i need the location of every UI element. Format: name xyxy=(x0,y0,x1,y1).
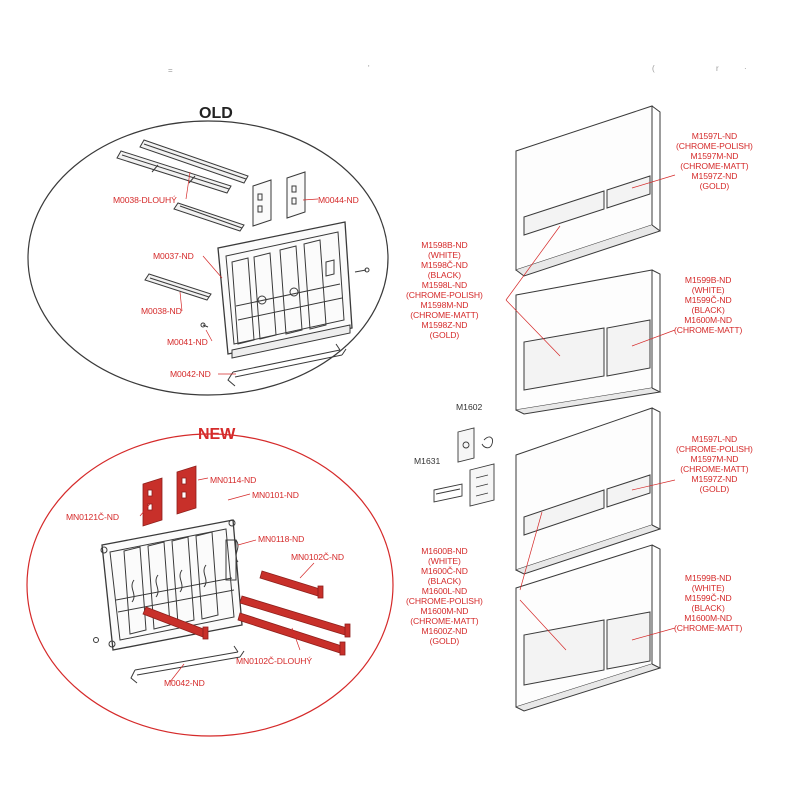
label-m0041: M0041-ND xyxy=(167,337,208,347)
new-wire-m0042 xyxy=(130,645,245,684)
label-mn0118: MN0118-ND xyxy=(258,534,305,544)
label-mn0114: MN0114-ND xyxy=(210,475,257,485)
leader-plate12-left xyxy=(505,225,561,357)
old-screw-right xyxy=(354,267,370,273)
leader-mn0102 xyxy=(299,562,315,579)
label-m0042-new: M0042-ND xyxy=(164,678,205,688)
label-m0038-long: M0038-DLOUHÝ xyxy=(113,195,177,205)
label-m0037: M0037-ND xyxy=(153,251,194,261)
stray-mark-2: ' xyxy=(368,64,370,73)
leader-plate3-right xyxy=(631,479,676,491)
label-m0038: M0038-ND xyxy=(141,306,182,316)
old-rail-long-2 xyxy=(116,150,232,194)
leader-mn0101 xyxy=(227,493,251,501)
new-section-title: NEW xyxy=(198,426,236,443)
plate-1 xyxy=(515,105,662,277)
label-mn0121: MN0121Č-ND xyxy=(66,512,119,522)
label-mn0102: MN0102Č-ND xyxy=(291,552,344,562)
leader-m0038-long xyxy=(185,171,191,200)
leader-mn0114 xyxy=(197,477,209,481)
new-bar-bottom xyxy=(142,606,209,640)
new-section-outline xyxy=(26,433,394,737)
label-group-plate1-right: M1597L-ND(CHROME-POLISH) M1597M-ND(CHROM… xyxy=(676,131,753,191)
stray-mark-1: = xyxy=(168,66,173,75)
small-part-m1631-spring xyxy=(433,463,495,507)
label-m0042-old: M0042-ND xyxy=(170,369,211,379)
old-rail-lower xyxy=(144,273,212,301)
leader-plate34-left xyxy=(519,511,567,651)
leader-plate1-right xyxy=(631,174,676,189)
stray-mark-5: · xyxy=(744,64,747,73)
label-mn0102-long: MN0102Č-DLOUHÝ xyxy=(236,656,312,666)
new-main-frame xyxy=(93,519,243,651)
label-m0044: M0044-ND xyxy=(318,195,359,205)
new-bracket-mn0121 xyxy=(142,477,163,527)
stray-mark-3: ( xyxy=(652,64,655,73)
leader-m0042-new xyxy=(169,663,185,683)
old-section-outline xyxy=(27,120,389,396)
old-section-title: OLD xyxy=(199,105,233,122)
label-m1631: M1631 xyxy=(414,456,441,466)
stray-mark-4: r xyxy=(716,64,719,73)
old-main-frame xyxy=(217,221,353,359)
new-bracket-mn0114 xyxy=(176,465,197,515)
new-bar-mn0102-long-2 xyxy=(237,612,346,656)
plate-2 xyxy=(515,269,662,415)
leader-plate2-right xyxy=(631,329,676,347)
new-bar-mn0102-long-1 xyxy=(239,595,351,638)
old-bracket-right xyxy=(286,171,306,219)
old-bracket-left xyxy=(252,179,272,227)
label-m1602: M1602 xyxy=(456,402,483,412)
leader-mn0118 xyxy=(237,539,257,546)
small-part-m1602-clip xyxy=(457,427,493,463)
label-group-plate4-right: M1599B-ND(WHITE) M1599Č-ND(BLACK) M1600M… xyxy=(674,573,743,633)
label-group-plate2-right: M1599B-ND(WHITE) M1599Č-ND(BLACK) M1600M… xyxy=(674,275,743,335)
leader-m0044 xyxy=(302,198,319,201)
old-screw-left xyxy=(200,322,209,328)
leader-mn0121 xyxy=(139,503,151,517)
old-rail-short xyxy=(173,202,245,232)
leader-m0037 xyxy=(202,255,223,279)
label-group-plate34-left: M1600B-ND(WHITE) M1600Č-ND(BLACK) M1600L… xyxy=(406,546,483,646)
label-mn0101: MN0101-ND xyxy=(252,490,299,500)
leader-m0041 xyxy=(205,329,213,342)
leader-mn0102-long xyxy=(291,627,301,651)
label-group-plate12-left: M1598B-ND(WHITE) M1598Č-ND(BLACK) M1598L… xyxy=(406,240,483,340)
plate-3 xyxy=(515,407,662,575)
old-rail-long-1 xyxy=(139,139,249,184)
leader-m0038 xyxy=(179,291,183,312)
label-group-plate3-right: M1597L-ND(CHROME-POLISH) M1597M-ND(CHROM… xyxy=(676,434,753,494)
leader-plate4-right xyxy=(631,627,676,641)
plate-4 xyxy=(515,544,662,712)
old-wire-m0042 xyxy=(227,343,347,387)
new-bar-mn0102-short xyxy=(259,570,324,599)
